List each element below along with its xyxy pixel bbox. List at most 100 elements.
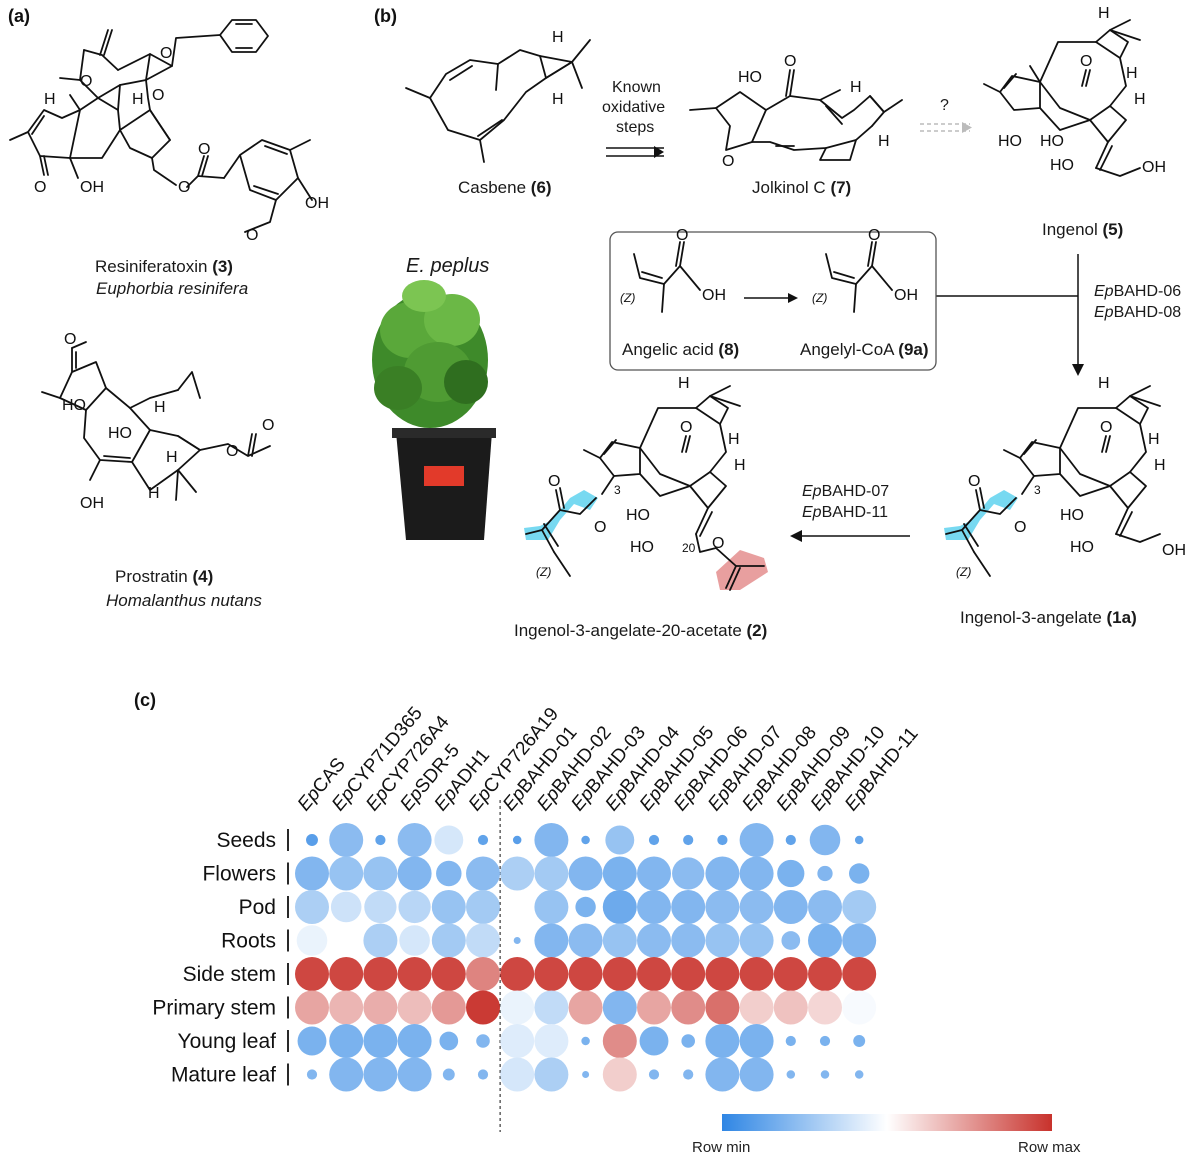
heatmap-bubble <box>705 1024 740 1058</box>
heatmap-bubble <box>534 856 569 891</box>
row-label-mature-leaf: Mature leaf <box>171 1064 276 1087</box>
arrow-ingenol-angelate-head <box>1072 364 1084 376</box>
arrow-jolkinol-ingenol-head <box>962 122 972 133</box>
acetate-ho1: HO <box>626 507 650 524</box>
heatmap-bubble <box>637 990 671 1025</box>
acetate-o2: O <box>548 473 560 490</box>
rtx-o1: O <box>80 73 92 90</box>
heatmap-bubble <box>637 856 671 891</box>
angelyl-coa-structure <box>825 241 893 313</box>
enzyme-label-bahd07: EpBAHD-07 <box>802 483 889 500</box>
jolkinol-structure <box>689 69 903 161</box>
heatmap-bubble <box>819 1035 831 1047</box>
heatmap-bubble <box>363 1057 398 1092</box>
ingenol-o: O <box>1080 53 1092 70</box>
angelic-z: (Z) <box>620 291 635 305</box>
heatmap-bubble <box>363 957 398 991</box>
heatmap-bubble <box>466 990 500 1025</box>
resiniferatoxin-name: Resiniferatoxin (3) <box>95 257 233 276</box>
arrow-label-line3: steps <box>616 119 654 136</box>
ingenol-ho3: HO <box>1050 157 1074 174</box>
panel-label-b: (b) <box>374 6 397 26</box>
heatmap-bubble <box>671 957 706 991</box>
ingenol-angelate-name: Ingenol-3-angelate (1a) <box>960 608 1137 627</box>
heatmap-bubble <box>431 890 466 924</box>
prostratin-name: Prostratin (4) <box>115 567 213 586</box>
heatmap-bubble <box>500 1024 535 1058</box>
heatmap-bubble <box>842 923 877 958</box>
heatmap-bubble <box>809 824 841 856</box>
angelate-highlight-2 <box>524 490 598 540</box>
legend-min-label: Row min <box>692 1139 750 1156</box>
angelic-acid-box <box>609 231 937 371</box>
prostratin-source: Homalanthus nutans <box>106 591 262 610</box>
heatmap-bubble <box>329 990 364 1025</box>
heatmap-bubble <box>605 825 635 855</box>
rtx-h2: H <box>132 91 144 108</box>
heatmap-bubble <box>785 834 796 846</box>
heatmap-bubble <box>671 890 706 924</box>
heatmap-bubble <box>306 834 318 846</box>
heatmap-bubble <box>808 923 842 958</box>
angelate-highlight-1a <box>944 490 1018 540</box>
heatmap-bubble <box>808 957 842 991</box>
pro-ho2: HO <box>108 425 132 442</box>
heatmap-bubble <box>602 1057 637 1092</box>
angelate-ho1: HO <box>1060 507 1084 524</box>
heatmap-bubble <box>648 834 660 846</box>
heatmap-bubble <box>683 1069 694 1080</box>
angelic-acid-structure <box>633 241 701 313</box>
heatmap-bubble <box>466 923 500 958</box>
heatmap-bubble <box>431 990 466 1025</box>
heatmap-bubble <box>602 990 637 1025</box>
rtx-o6: O <box>198 141 210 158</box>
ingenol-oh: OH <box>1142 159 1166 176</box>
angelate-ho2: HO <box>1070 539 1094 556</box>
heatmap-bubble <box>777 859 805 888</box>
angelate-o3: O <box>1014 519 1026 536</box>
heatmap-bubble <box>297 1026 327 1056</box>
heatmap-bubble <box>739 856 774 891</box>
heatmap-bubble <box>820 1070 830 1079</box>
heatmap-bubble <box>637 957 671 991</box>
heatmap-bubble <box>842 890 877 924</box>
heatmap-bubble <box>364 890 397 924</box>
heatmap-bubble <box>808 990 842 1025</box>
ingenol-ho2: HO <box>1040 133 1064 150</box>
heatmap-bubble <box>773 990 808 1025</box>
heatmap-bubble <box>477 1069 489 1080</box>
angelyl-o: O <box>868 227 880 244</box>
heatmap-bubble <box>477 834 489 846</box>
rtx-o3: O <box>152 87 164 104</box>
color-scale-bar <box>722 1114 1052 1131</box>
heatmap-bubble <box>332 926 360 955</box>
panel-label-c: (c) <box>134 690 156 710</box>
heatmap-bubble <box>842 990 877 1025</box>
angelate-h2: H <box>1148 431 1160 448</box>
heatmap-bubble <box>602 957 637 991</box>
heatmap-bubble <box>705 957 740 991</box>
enzyme-label-bahd08: EpBAHD-08 <box>1094 304 1181 321</box>
heatmap-bubble <box>397 990 432 1025</box>
heatmap-bubble <box>773 957 808 991</box>
casbene-structure <box>405 39 591 163</box>
heatmap-bubble <box>534 1024 569 1058</box>
heatmap-bubble <box>637 923 671 958</box>
jolkinol-o1: O <box>784 53 796 70</box>
angelic-oh: OH <box>702 287 726 304</box>
heatmap-bubble <box>781 931 801 950</box>
rtx-o4: O <box>34 179 46 196</box>
heatmap-bubble <box>363 923 398 958</box>
heatmap-bubble <box>329 856 364 891</box>
heatmap-bubble <box>705 923 740 958</box>
heatmap-bubble <box>431 957 466 991</box>
rtx-o5: O <box>178 179 190 196</box>
angelyl-z: (Z) <box>812 291 827 305</box>
heatmap-bubble <box>853 1035 866 1047</box>
heatmap-bubble <box>329 1057 364 1092</box>
ingenol-angelate-acetate-name: Ingenol-3-angelate-20-acetate (2) <box>514 621 767 640</box>
rtx-oh1: OH <box>80 179 104 196</box>
angelyl-oh: OH <box>894 287 918 304</box>
heatmap-bubble <box>568 957 603 991</box>
